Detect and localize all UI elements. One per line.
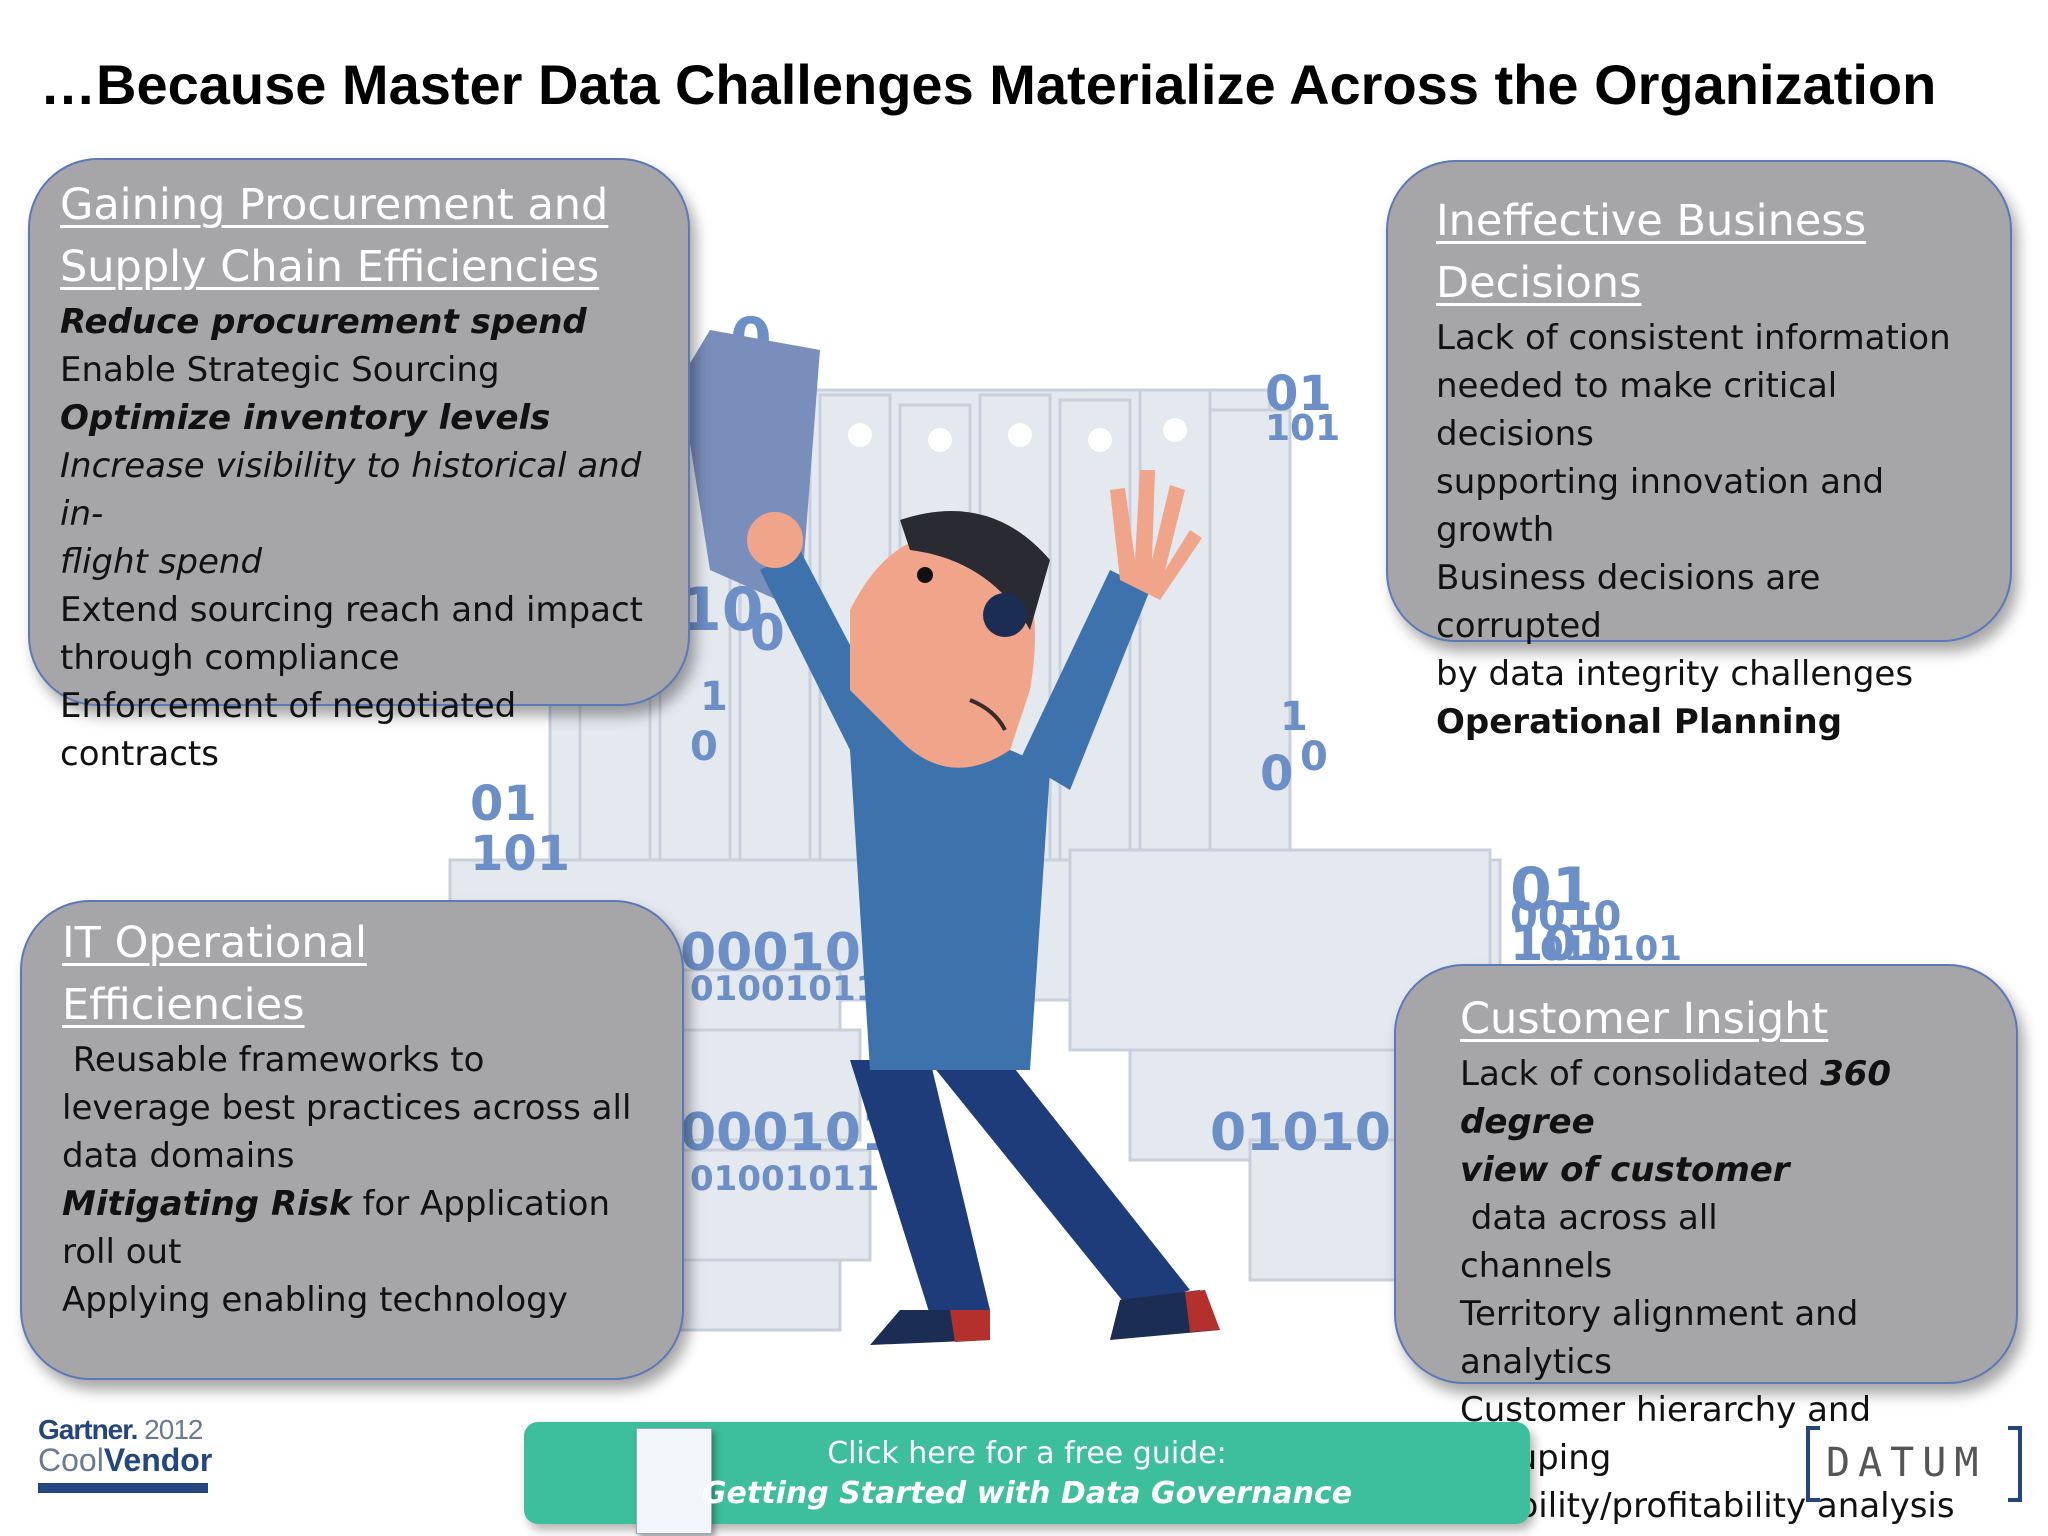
man-figure bbox=[747, 470, 1220, 1345]
gartner-word: Gartner. bbox=[38, 1414, 138, 1445]
box-line: Lack of consolidated 360 degree bbox=[1460, 1050, 1992, 1146]
box-line: Lack of consistent information bbox=[1436, 318, 1951, 358]
logo-left-bracket bbox=[1806, 1426, 1820, 1502]
box-line: Increase visibility to historical and in… bbox=[60, 446, 642, 534]
box-line: Extend sourcing reach and impact bbox=[60, 590, 643, 630]
binary-label: 010101 bbox=[1540, 929, 1682, 969]
box-line: needed to make critical decisions bbox=[1436, 366, 1838, 454]
binary-label: 01 bbox=[1510, 855, 1594, 925]
binary-label: 101 bbox=[470, 826, 570, 882]
bold-phrase: 360 degree bbox=[1460, 1054, 1892, 1142]
box-line: Business decisions are corrupted bbox=[1436, 558, 1821, 646]
page-title: …Because Master Data Challenges Material… bbox=[40, 53, 1937, 116]
box-line: Reduce procurement spend bbox=[60, 302, 587, 342]
gartner-year: 2012 bbox=[144, 1414, 203, 1445]
binary-label: 01001011 bbox=[690, 969, 879, 1009]
box-heading: Customer Insight bbox=[1460, 994, 1829, 1044]
box-line: data domains bbox=[62, 1136, 295, 1176]
box-line-rest: for Application bbox=[351, 1184, 610, 1224]
box-line: Reusable frameworks to bbox=[62, 1040, 485, 1080]
confused-man-illustration: 0 01 101 01 101 10 0 1 0 0 1 0 01 101 00… bbox=[448, 305, 1682, 1345]
binary-label: 1 bbox=[1280, 694, 1308, 740]
binary-label: 1 bbox=[700, 674, 728, 720]
binary-label: 0 bbox=[1260, 746, 1293, 802]
box-line: Applying enabling technology bbox=[62, 1280, 568, 1320]
cta-line-1: Click here for a free guide: bbox=[827, 1436, 1227, 1471]
box-line: Mitigating Risk for Application bbox=[62, 1180, 658, 1228]
box-line: channels bbox=[1460, 1246, 1613, 1286]
binary-label: 101 bbox=[1265, 408, 1340, 449]
binary-label: 01 bbox=[1265, 366, 1332, 422]
box-line: view of customer data across all bbox=[1460, 1146, 1992, 1242]
free-guide-banner[interactable]: Click here for a free guide: Getting Sta… bbox=[524, 1422, 1530, 1534]
box-line: flight spend bbox=[60, 542, 263, 582]
bold-phrase: Mitigating Risk bbox=[62, 1184, 352, 1224]
gartner-cool-vendor-logo: Gartner. 2012 CoolVendor bbox=[38, 1414, 212, 1493]
customer-insight-box: Customer Insight Lack of consolidated 36… bbox=[1394, 964, 2018, 1526]
box-line: Territory alignment and analytics bbox=[1460, 1294, 1859, 1382]
box-line-pre: Lack of consolidated bbox=[1460, 1054, 1821, 1094]
logo-right-bracket bbox=[2008, 1426, 2022, 1502]
bold-phrase: view of customer bbox=[1460, 1150, 1790, 1190]
box-line: supporting innovation and growth bbox=[1436, 462, 1885, 550]
box-line-rest: data across all bbox=[1460, 1198, 1718, 1238]
binary-label: 010101 bbox=[1210, 1103, 1427, 1163]
binary-label: 01 bbox=[470, 776, 537, 832]
box-heading: Decisions bbox=[1436, 258, 1642, 308]
box-line: Operational Planning bbox=[1436, 702, 1843, 742]
logo-bar bbox=[38, 1483, 208, 1493]
it-operational-box: IT Operational Efficiencies Reusable fra… bbox=[20, 900, 684, 1380]
procurement-efficiencies-box: Gaining Procurement and Supply Chain Eff… bbox=[28, 158, 690, 774]
box-heading: Gaining Procurement and bbox=[60, 180, 609, 230]
box-line: by data integrity challenges bbox=[1436, 654, 1914, 694]
box-heading: Supply Chain Efficiencies bbox=[60, 242, 600, 292]
box-line: through compliance bbox=[60, 638, 400, 678]
binary-label: 0 bbox=[750, 604, 785, 662]
vendor-word: Vendor bbox=[103, 1442, 213, 1478]
box-line: Enable Strategic Sourcing bbox=[60, 350, 500, 390]
box-heading: IT Operational bbox=[62, 918, 367, 968]
guide-book-icon bbox=[636, 1428, 712, 1534]
datum-logo: DATUM bbox=[1806, 1424, 2022, 1502]
box-line: Optimize inventory levels bbox=[60, 398, 551, 438]
binary-label: 0 bbox=[690, 724, 718, 770]
business-decisions-box: Ineffective Business Decisions Lack of c… bbox=[1386, 160, 2012, 742]
binary-label: 0 bbox=[1300, 734, 1328, 780]
cta-line-2: Getting Started with Data Governance bbox=[701, 1476, 1353, 1511]
box-line: visibility/profitability analysis bbox=[1460, 1486, 1955, 1526]
box-line: Enforcement of negotiated contracts bbox=[60, 686, 517, 774]
binary-label: 01001011 bbox=[690, 1159, 879, 1199]
box-line: roll out bbox=[62, 1232, 182, 1272]
box-heading: Efficiencies bbox=[62, 980, 305, 1030]
cool-word: Cool bbox=[38, 1442, 104, 1478]
binary-label: 101 bbox=[1510, 916, 1610, 972]
logo-text: DATUM bbox=[1826, 1440, 1987, 1486]
box-line: leverage best practices across all bbox=[62, 1088, 632, 1128]
binary-label: 0010 bbox=[1510, 894, 1621, 940]
box-heading: Ineffective Business bbox=[1436, 196, 1867, 246]
